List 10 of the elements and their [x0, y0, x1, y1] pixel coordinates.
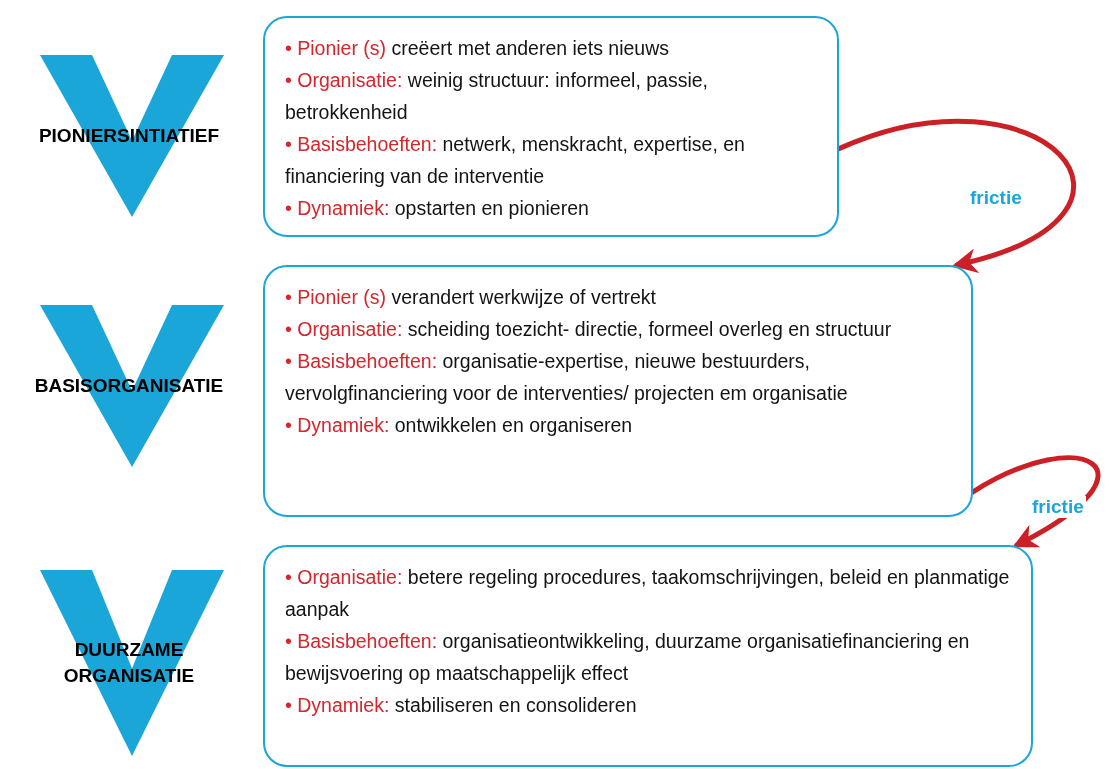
stage-box [263, 16, 839, 237]
stage-box [263, 265, 973, 517]
bullet-text: • Pionier (s) verandert werkwijze of vertrekt [285, 285, 657, 310]
edge-label: frictie [1030, 496, 1086, 518]
bullet-text: • Dynamiek: ontwikkelen en organiseren [285, 413, 634, 438]
bullet-text: • Pionier (s) creëert met anderen iets nieuws [285, 36, 670, 61]
bullet-text: • Dynamiek: stabiliseren en consolideren [285, 693, 638, 718]
bullet-text: • Dynamiek: opstarten en pionieren [285, 196, 590, 221]
stage-box [263, 545, 1033, 767]
bullet-text: • Organisatie: scheiding toezicht- directie, formeel overleg en structuur [285, 317, 893, 342]
